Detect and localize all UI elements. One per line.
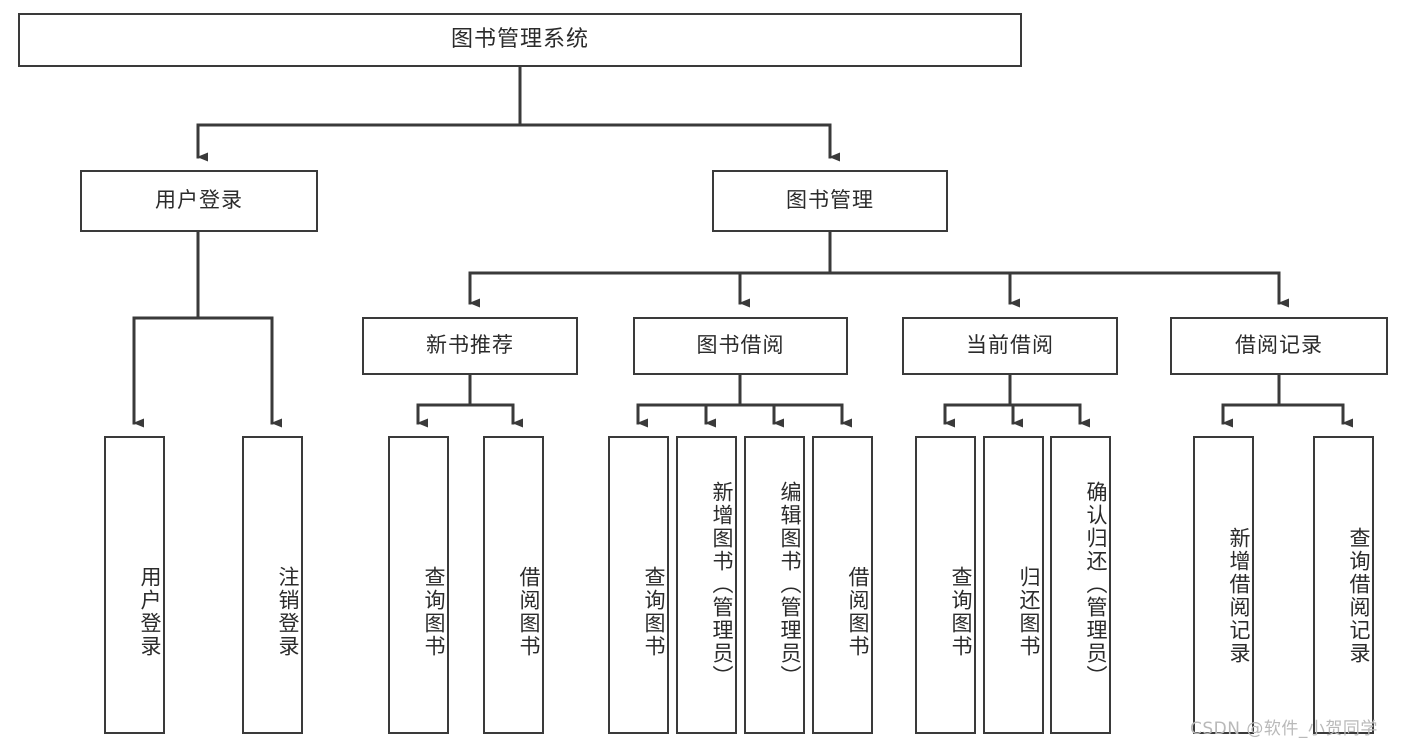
node-user-login-label: 用户登录	[155, 188, 243, 213]
node-leaf-borrow-book-1[interactable]: 借阅图书	[483, 436, 544, 734]
node-leaf-user-login[interactable]: 用户登录	[104, 436, 165, 734]
node-book-manage[interactable]: 图书管理	[712, 170, 948, 232]
node-new-book-recommend-label: 新书推荐	[426, 333, 514, 358]
node-borrow-record[interactable]: 借阅记录	[1170, 317, 1388, 375]
node-leaf-confirm-return-label: 确认归还（管理员）	[1084, 480, 1108, 688]
node-leaf-query-book-2-label: 查询图书	[642, 566, 666, 658]
node-leaf-borrow-book-1-label: 借阅图书	[517, 566, 541, 658]
node-leaf-query-record-label: 查询借阅记录	[1347, 527, 1371, 665]
node-leaf-edit-book-label: 编辑图书（管理员）	[778, 480, 802, 688]
node-book-borrow[interactable]: 图书借阅	[633, 317, 848, 375]
node-leaf-query-book-2[interactable]: 查询图书	[608, 436, 669, 734]
node-leaf-return-book-label: 归还图书	[1017, 566, 1041, 658]
node-user-login[interactable]: 用户登录	[80, 170, 318, 232]
node-leaf-borrow-book-2-label: 借阅图书	[846, 566, 870, 658]
node-leaf-logout-label: 注销登录	[276, 566, 300, 658]
node-leaf-add-book-label: 新增图书（管理员）	[710, 480, 734, 688]
node-leaf-add-record[interactable]: 新增借阅记录	[1193, 436, 1254, 734]
node-leaf-query-book-1-label: 查询图书	[422, 566, 446, 658]
node-root[interactable]: 图书管理系统	[18, 13, 1022, 67]
node-leaf-query-book-3[interactable]: 查询图书	[915, 436, 976, 734]
node-leaf-query-record[interactable]: 查询借阅记录	[1313, 436, 1374, 734]
node-leaf-return-book[interactable]: 归还图书	[983, 436, 1044, 734]
node-book-manage-label: 图书管理	[786, 188, 874, 213]
csdn-watermark: CSDN @软件_小贺同学	[1190, 719, 1378, 739]
node-leaf-borrow-book-2[interactable]: 借阅图书	[812, 436, 873, 734]
node-leaf-logout[interactable]: 注销登录	[242, 436, 303, 734]
node-leaf-query-book-3-label: 查询图书	[949, 566, 973, 658]
node-leaf-edit-book[interactable]: 编辑图书（管理员）	[744, 436, 805, 734]
node-leaf-add-book[interactable]: 新增图书（管理员）	[676, 436, 737, 734]
node-leaf-add-record-label: 新增借阅记录	[1227, 527, 1251, 665]
node-leaf-confirm-return[interactable]: 确认归还（管理员）	[1050, 436, 1111, 734]
node-leaf-user-login-label: 用户登录	[138, 566, 162, 658]
node-current-borrow[interactable]: 当前借阅	[902, 317, 1118, 375]
node-current-borrow-label: 当前借阅	[966, 333, 1054, 358]
node-leaf-query-book-1[interactable]: 查询图书	[388, 436, 449, 734]
node-root-label: 图书管理系统	[450, 26, 589, 52]
node-book-borrow-label: 图书借阅	[696, 333, 785, 358]
node-new-book-recommend[interactable]: 新书推荐	[362, 317, 578, 375]
node-borrow-record-label: 借阅记录	[1235, 333, 1323, 358]
